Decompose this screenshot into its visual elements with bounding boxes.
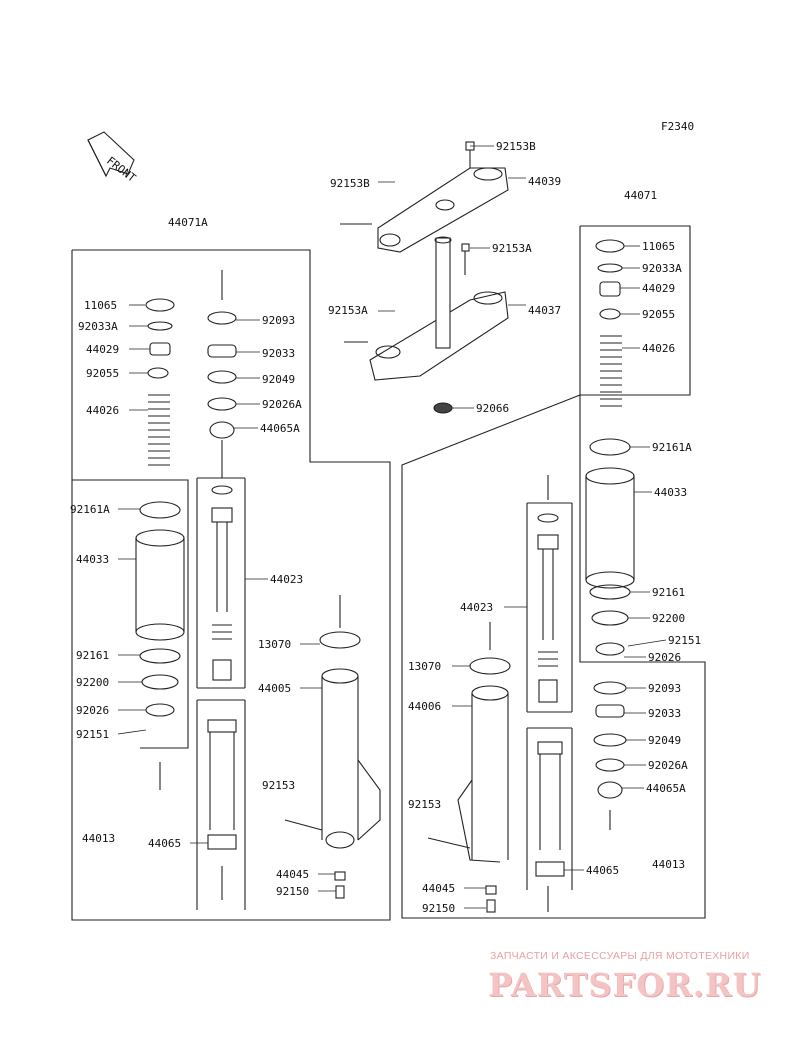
part-label: 92033 <box>262 347 295 360</box>
part-label: 44065 <box>148 837 181 850</box>
part-label: 92200 <box>652 612 685 625</box>
part-label: 92026 <box>76 704 109 717</box>
part-label: 92161 <box>652 586 685 599</box>
part-label: 92161A <box>652 441 692 454</box>
part-label: 92153A <box>328 304 368 317</box>
part-label: 11065 <box>642 240 675 253</box>
part-label: 92093 <box>648 682 681 695</box>
part-label: 92153 <box>408 798 441 811</box>
part-label: 11065 <box>84 299 117 312</box>
left-spring-column <box>135 298 185 790</box>
part-label: 92055 <box>86 367 119 380</box>
part-label: 92026A <box>262 398 302 411</box>
part-label: 44029 <box>86 343 119 356</box>
part-label: 13070 <box>258 638 291 651</box>
part-label: 92033A <box>78 320 118 333</box>
part-label: 92200 <box>76 676 109 689</box>
right-outer-tube <box>427 622 511 913</box>
part-label: 44023 <box>270 573 303 586</box>
left-spring-subgroup-outline <box>72 479 189 749</box>
part-label: 92026 <box>648 651 681 664</box>
part-label: 92150 <box>276 885 309 898</box>
part-label: 92153 <box>262 779 295 792</box>
part-label: 92161 <box>76 649 109 662</box>
figure-code: F2340 <box>661 120 694 133</box>
part-label: 92151 <box>668 634 701 647</box>
left-outer-tube <box>284 595 381 899</box>
watermark-tagline: ЗАПЧАСТИ И АКСЕССУАРЫ ДЛЯ МОТОТЕХНИКИ <box>490 950 750 962</box>
part-label: 44039 <box>528 175 561 188</box>
left-assembly-outline <box>71 249 391 921</box>
part-label: 44029 <box>642 282 675 295</box>
front-arrow-icon <box>87 131 135 178</box>
right-inner-tube <box>526 475 573 912</box>
part-label: 44006 <box>408 700 441 713</box>
part-label: 92161A <box>70 503 110 516</box>
right-spring-column <box>585 239 635 830</box>
part-label: 92066 <box>476 402 509 415</box>
part-label: 44033 <box>76 553 109 566</box>
right-main-outline <box>401 226 706 919</box>
part-label: 92150 <box>422 902 455 915</box>
part-label: 92151 <box>76 728 109 741</box>
part-label: 44071 <box>624 189 657 202</box>
part-label: 13070 <box>408 660 441 673</box>
part-label: 44013 <box>82 832 115 845</box>
watermark-brand-logo: PARTSFOR.RU <box>488 966 762 1004</box>
part-label: 44005 <box>258 682 291 695</box>
part-label: 44033 <box>654 486 687 499</box>
part-label: 44023 <box>460 601 493 614</box>
right-assembly-outline <box>580 225 691 396</box>
part-label: 44045 <box>276 868 309 881</box>
part-label: 92033A <box>642 262 682 275</box>
left-inner-tube <box>196 270 246 910</box>
part-label: 92093 <box>262 314 295 327</box>
part-label: 92026A <box>648 759 688 772</box>
part-label: 92049 <box>262 373 295 386</box>
part-label: 44037 <box>528 304 561 317</box>
part-label: 92033 <box>648 707 681 720</box>
part-label: 92153B <box>496 140 536 153</box>
part-label: 44026 <box>642 342 675 355</box>
part-label: 44026 <box>86 404 119 417</box>
part-label: 44013 <box>652 858 685 871</box>
part-label: 92153A <box>492 242 532 255</box>
leader-lines <box>117 145 667 909</box>
part-label: 44065 <box>586 864 619 877</box>
part-label: 92055 <box>642 308 675 321</box>
part-label: 92153B <box>330 177 370 190</box>
part-label: 92049 <box>648 734 681 747</box>
part-label: 44045 <box>422 882 455 895</box>
part-label: 44065A <box>646 782 686 795</box>
part-label: 44065A <box>260 422 300 435</box>
part-label: 44071A <box>168 216 208 229</box>
lower-triple-clamp <box>344 236 509 414</box>
upper-triple-clamp <box>340 141 509 253</box>
